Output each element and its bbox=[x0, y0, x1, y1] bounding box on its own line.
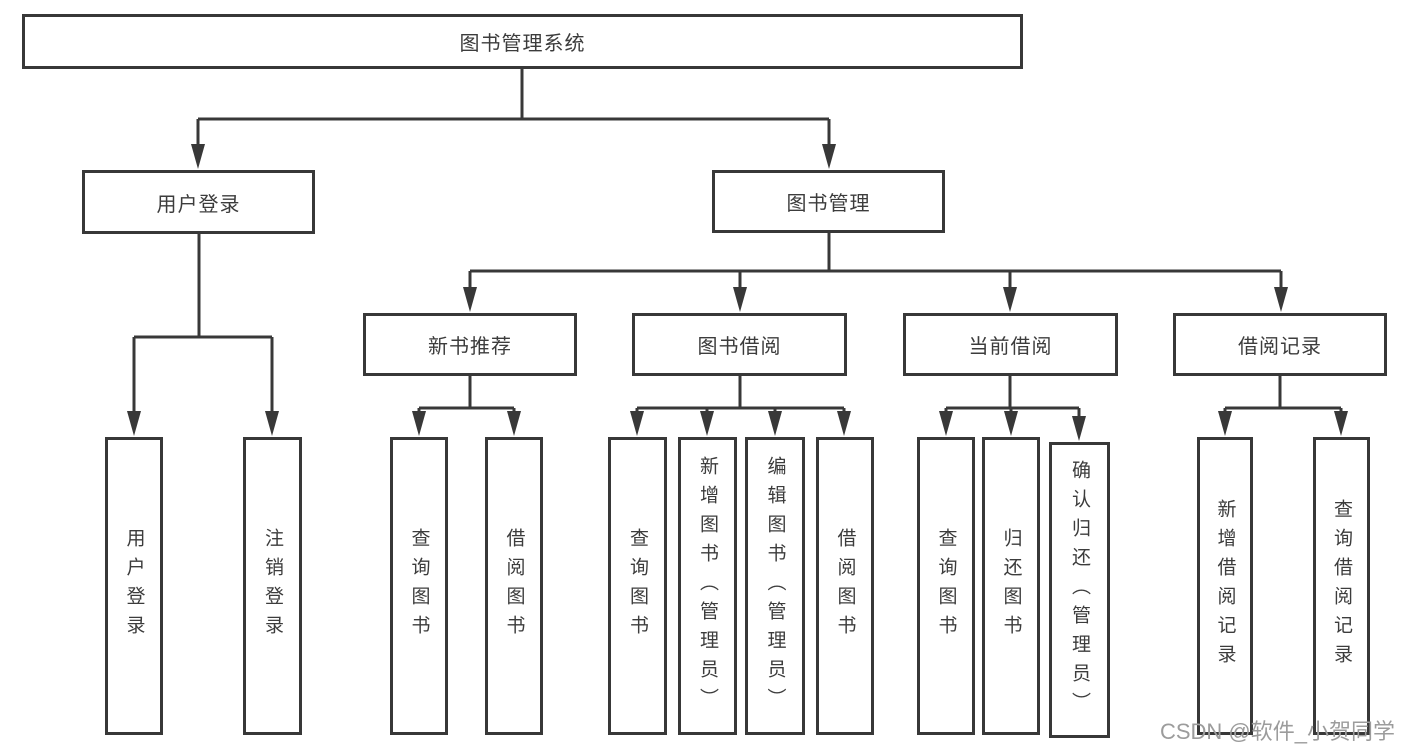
node-leaf-query-books-current: 查询图书 bbox=[917, 437, 975, 735]
node-leaf-confirm-return-admin: 确认归还（管理员） bbox=[1049, 442, 1110, 738]
node-current-borrow-label: 当前借阅 bbox=[968, 336, 1053, 358]
node-leaf-label: 用户登录 bbox=[123, 528, 145, 644]
node-leaf-label: 查询图书 bbox=[627, 528, 648, 644]
node-leaf-add-borrow-record: 新增借阅记录 bbox=[1197, 437, 1253, 735]
node-leaf-query-books-borrow: 查询图书 bbox=[608, 437, 667, 735]
connector-current-borrow-children bbox=[939, 375, 1086, 441]
connector-new-book-children bbox=[412, 375, 521, 436]
node-leaf-label: 查询图书 bbox=[408, 528, 430, 644]
connector-book-mgmt-to-level3 bbox=[463, 232, 1288, 312]
node-leaf-return-books: 归还图书 bbox=[982, 437, 1040, 735]
node-leaf-label: 查询图书 bbox=[935, 528, 957, 644]
node-leaf-edit-books-admin: 编辑图书（管理员） bbox=[745, 437, 805, 735]
node-new-book-recommend: 新书推荐 bbox=[363, 313, 577, 376]
node-book-management-label: 图书管理 bbox=[786, 193, 871, 215]
node-current-borrow: 当前借阅 bbox=[903, 313, 1118, 376]
node-leaf-add-books-admin: 新增图书（管理员） bbox=[678, 437, 737, 735]
node-leaf-label: 确认归还（管理员） bbox=[1069, 459, 1090, 721]
node-leaf-query-books-recommend: 查询图书 bbox=[390, 437, 448, 735]
node-root: 图书管理系统 bbox=[22, 14, 1023, 69]
node-leaf-logout: 注销登录 bbox=[243, 437, 302, 735]
node-leaf-borrow-books: 借阅图书 bbox=[816, 437, 874, 735]
node-leaf-label: 注销登录 bbox=[262, 528, 283, 644]
node-leaf-user-login: 用户登录 bbox=[105, 437, 163, 735]
node-leaf-label: 新增图书（管理员） bbox=[697, 455, 718, 717]
node-borrow-records-label: 借阅记录 bbox=[1238, 336, 1322, 358]
node-leaf-label: 新增借阅记录 bbox=[1214, 499, 1236, 673]
node-leaf-label: 编辑图书（管理员） bbox=[764, 455, 786, 717]
node-leaf-label: 归还图书 bbox=[1000, 528, 1022, 644]
node-new-book-recommend-label: 新书推荐 bbox=[428, 336, 512, 358]
node-leaf-label: 查询借阅记录 bbox=[1331, 499, 1352, 673]
connector-user-login-children bbox=[127, 233, 279, 436]
node-user-login: 用户登录 bbox=[82, 170, 315, 234]
node-leaf-query-borrow-record: 查询借阅记录 bbox=[1313, 437, 1370, 735]
node-book-management: 图书管理 bbox=[712, 170, 945, 233]
node-user-login-label: 用户登录 bbox=[156, 193, 241, 216]
connector-borrow-records-children bbox=[1218, 375, 1348, 436]
connector-book-borrow-children bbox=[630, 375, 851, 436]
node-leaf-label: 借阅图书 bbox=[503, 528, 525, 644]
connector-root-to-level2 bbox=[191, 69, 836, 169]
node-borrow-records: 借阅记录 bbox=[1173, 313, 1387, 376]
node-leaf-label: 借阅图书 bbox=[834, 528, 856, 644]
node-root-label: 图书管理系统 bbox=[459, 33, 586, 55]
node-book-borrow: 图书借阅 bbox=[632, 313, 847, 376]
csdn-watermark: CSDN @软件_小贺同学 bbox=[1159, 719, 1395, 744]
node-leaf-borrow-books-recommend: 借阅图书 bbox=[485, 437, 543, 735]
node-book-borrow-label: 图书借阅 bbox=[697, 336, 782, 358]
